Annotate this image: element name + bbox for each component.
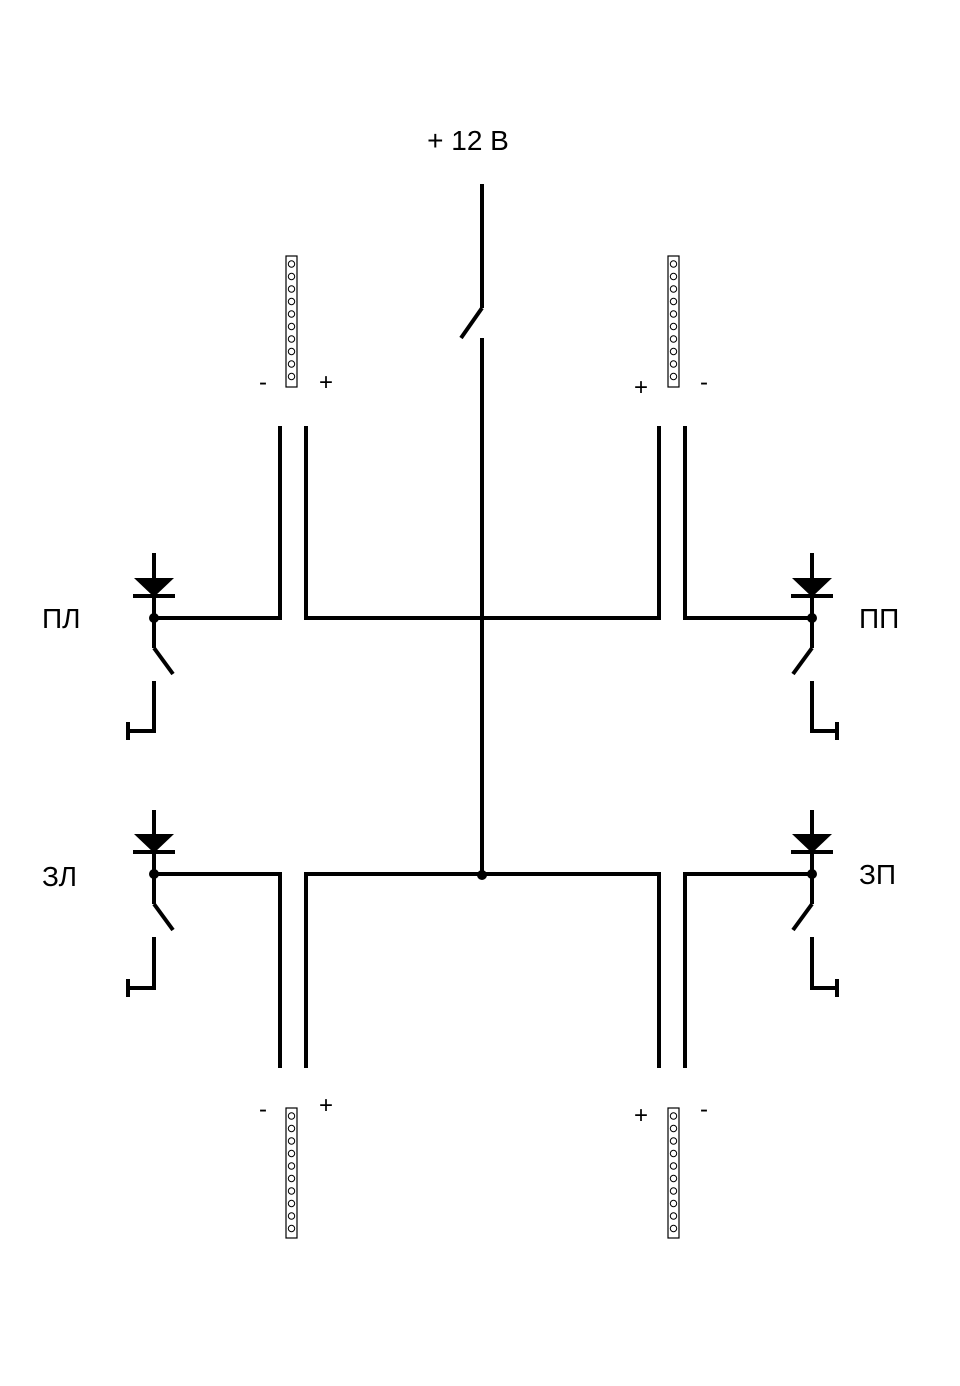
led-strip-bottom-left [285,1107,298,1239]
polarity-sign: - [259,369,267,396]
top-wiring [154,426,812,620]
door-switch-rear-left [126,810,175,997]
supply-label: + 12 В [427,125,509,156]
led-dot [287,285,296,293]
led-dot [669,1199,678,1208]
led-dot [669,310,678,318]
polarity-sign: - [700,369,708,396]
door-switch-front-right [791,553,839,740]
led-dot [669,260,678,268]
led-strip-top-left [285,255,298,388]
led-dot [287,1162,296,1170]
led-dot [287,310,296,318]
led-dot [669,372,678,381]
led-dot [287,1149,296,1158]
led-dot [287,1199,296,1208]
led-dot [669,297,678,306]
led-dot [287,1187,296,1195]
led-dot [669,1174,678,1183]
led-dot [669,1149,678,1158]
led-dot [669,1137,678,1145]
led-dot [287,335,296,343]
polarity-sign: + [319,369,333,396]
led-dot [287,372,296,381]
led-dot [669,322,678,331]
led-dot [287,360,296,368]
label-rear-right: ЗП [859,859,896,890]
led-dot [287,260,296,268]
led-dot [669,1124,678,1133]
polarity-sign: + [634,374,648,401]
led-dot [669,335,678,343]
led-dot [669,285,678,293]
led-dot [669,1212,678,1220]
label-front-right: ПП [859,603,899,634]
main-switch [459,184,484,875]
led-dot [669,1112,678,1120]
led-dot [669,1187,678,1195]
led-dot [287,322,296,331]
door-switch-front-left [126,553,175,740]
label-front-left: ПЛ [42,603,81,634]
led-dot [669,1162,678,1170]
polarity-sign: + [319,1092,333,1119]
led-dot [287,297,296,306]
led-dot [287,347,296,356]
bottom-wiring [154,872,812,1068]
label-rear-left: ЗЛ [42,861,77,892]
led-dot [669,272,678,281]
polarity-sign: - [259,1096,267,1123]
led-dot [287,1174,296,1183]
led-strip-top-right [667,255,680,388]
led-dot [669,1224,678,1233]
led-dot [669,347,678,356]
polarity-sign: + [634,1102,648,1129]
led-dot [287,272,296,281]
led-dot [287,1224,296,1233]
door-switch-rear-right [791,810,839,997]
led-dot [669,360,678,368]
polarity-sign: - [700,1096,708,1123]
led-dot [287,1112,296,1120]
led-dot [287,1212,296,1220]
led-dot [287,1137,296,1145]
led-dot [287,1124,296,1133]
led-strip-bottom-right [667,1107,680,1239]
